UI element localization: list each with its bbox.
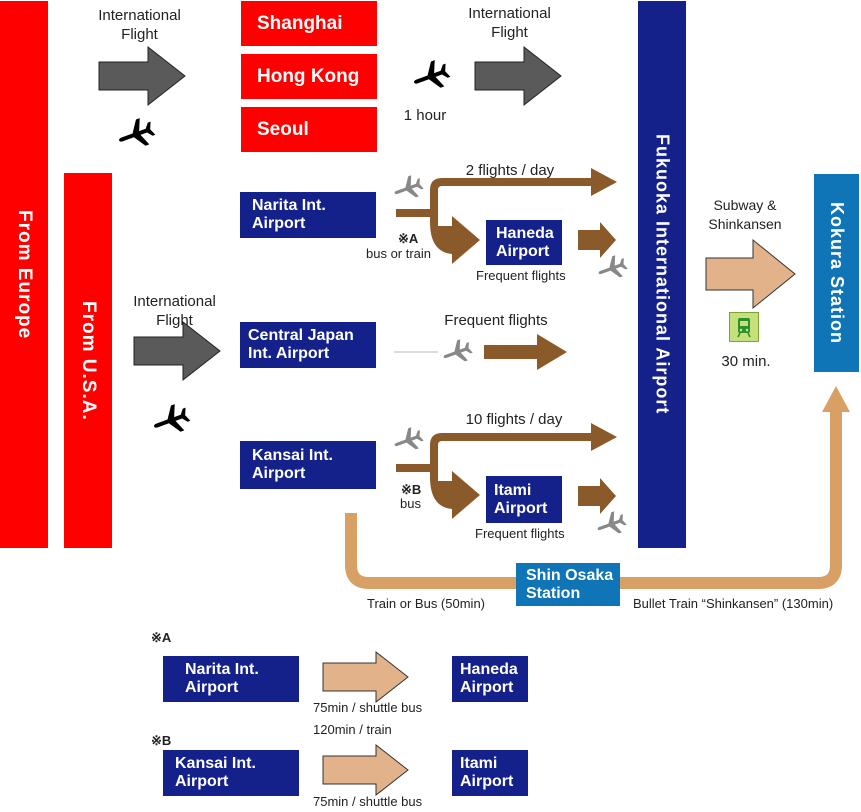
subway-time: 30 min.	[721, 353, 771, 370]
intl-arrow-usa	[133, 320, 221, 382]
legend-a-bus: 75min / shuttle bus	[313, 700, 423, 715]
plane-icon	[409, 57, 453, 96]
legend-a-to: Haneda Airport	[452, 656, 528, 702]
plane-icon	[390, 172, 426, 204]
legend-a-from: Narita Int. Airport	[163, 656, 299, 702]
itami-airport: Itami Airport	[486, 476, 562, 523]
plane-icon	[149, 401, 193, 440]
narita-frequency: 2 flights / day	[465, 162, 555, 179]
legend-arrow-a	[322, 650, 409, 704]
kokura-station: Kokura Station	[814, 174, 859, 372]
fukuoka-airport: Fukuoka International Airport	[638, 1, 686, 548]
airport-label: Narita Int. Airport	[252, 197, 326, 232]
plane-icon	[593, 508, 629, 540]
airport-label: Narita Int. Airport	[185, 661, 259, 696]
city-label: Shanghai	[257, 12, 343, 34]
narita-route	[396, 168, 617, 264]
airport-label: Itami Airport	[494, 481, 548, 517]
airport-label: Haneda Airport	[460, 661, 518, 696]
station-label: Shin Osaka Station	[526, 566, 614, 602]
centrair-arrow	[484, 334, 567, 370]
intl-arrow-asia	[474, 45, 562, 107]
legend-b-mark: ※B	[151, 733, 172, 748]
haneda-airport: Haneda Airport	[486, 220, 562, 265]
itami-frequency: Frequent flights	[475, 526, 565, 541]
train-icon	[729, 312, 759, 342]
note-a-text: bus or train	[366, 246, 432, 261]
centrair-frequency: Frequent flights	[444, 312, 548, 329]
plane-icon	[114, 115, 158, 154]
city-seoul: Seoul	[241, 107, 377, 152]
shin-osaka-station: Shin Osaka Station	[516, 563, 620, 606]
haneda-frequency: Frequent flights	[476, 268, 566, 283]
fukuoka-label: Fukuoka International Airport	[652, 134, 673, 415]
centrair-airport: Central Japan Int. Airport	[240, 322, 376, 368]
intl-flight-label: International Flight	[133, 293, 216, 329]
train-icon-graphic	[737, 318, 751, 338]
plane-icon	[390, 424, 426, 456]
legend-a-train: 120min / train	[313, 722, 392, 737]
intl-arrow-europe	[98, 45, 186, 107]
subway-arrow	[705, 238, 796, 310]
train-bus-label: Train or Bus (50min)	[367, 596, 485, 611]
city-label: Seoul	[257, 118, 309, 140]
city-label: Hong Kong	[257, 65, 360, 87]
airport-label: Haneda Airport	[496, 224, 554, 260]
note-b-text: bus	[400, 496, 421, 511]
intl-flight-label: International Flight	[98, 7, 181, 43]
airport-label: Kansai Int. Airport	[175, 755, 256, 790]
legend-b-bus: 75min / shuttle bus	[313, 794, 423, 809]
subway-label: Subway & Shinkansen	[708, 197, 782, 232]
legend-b-from: Kansai Int. Airport	[163, 750, 299, 796]
from-europe-label: From Europe	[14, 209, 35, 340]
kansai-frequency: 10 flights / day	[465, 411, 563, 428]
legend-arrow-b	[322, 743, 409, 797]
airport-label: Central Japan Int. Airport	[248, 327, 354, 362]
kokura-label: Kokura Station	[827, 201, 847, 344]
city-shanghai: Shanghai	[241, 1, 377, 46]
bullet-train-label: Bullet Train “Shinkansen” (130min)	[633, 596, 834, 611]
one-hour-label: 1 hour	[403, 107, 447, 124]
airport-label: Kansai Int. Airport	[252, 447, 333, 482]
legend-a-mark: ※A	[151, 630, 172, 645]
plane-icon	[439, 336, 475, 368]
airport-label: Itami Airport	[460, 755, 514, 790]
from-europe-bar: From Europe	[0, 1, 48, 548]
kansai-airport: Kansai Int. Airport	[240, 441, 376, 489]
note-b-mark: ※B	[401, 482, 422, 497]
from-usa-label: From U.S.A.	[78, 300, 99, 421]
kansai-route	[396, 423, 617, 519]
shinkansen-arrowhead	[822, 386, 850, 412]
legend-b-to: Itami Airport	[452, 750, 528, 796]
from-usa-bar: From U.S.A.	[64, 173, 112, 548]
note-a-mark: ※A	[398, 231, 419, 246]
intl-flight-label: International Flight	[468, 5, 551, 41]
city-hong-kong: Hong Kong	[241, 54, 377, 99]
narita-airport: Narita Int. Airport	[240, 192, 376, 238]
